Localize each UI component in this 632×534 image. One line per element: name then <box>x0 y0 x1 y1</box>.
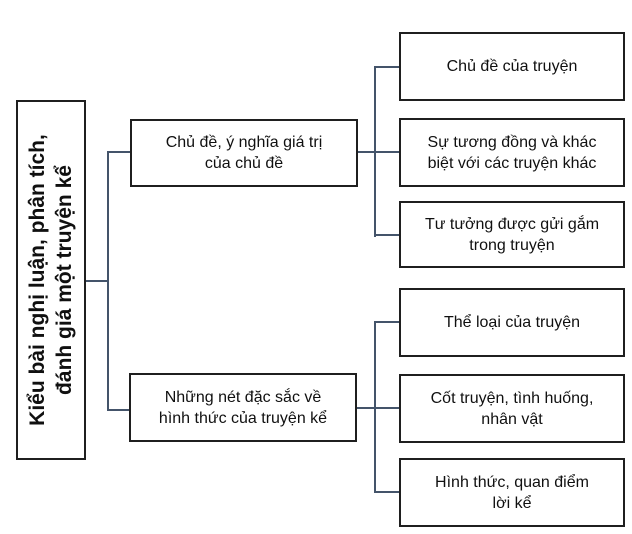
connector-theme-to-leaf-1 <box>374 66 399 68</box>
leaf-node-story-theme: Chủ đề của truyện <box>399 32 625 101</box>
leaf-1-line-1: Chủ đề của truyện <box>446 58 578 75</box>
root-node: Kiểu bài nghị luận, phân tích, đánh giá … <box>16 100 86 460</box>
branch-theme-line-1: Chủ đề, ý nghĩa giá trị <box>165 134 323 151</box>
leaf-6-line-2: lời kể <box>492 494 532 512</box>
leaf-node-narrative-viewpoint: Hình thức, quan điểm lời kể <box>399 458 625 527</box>
connector-form-to-leaf-4 <box>374 321 399 323</box>
leaf-node-message: Tư tưởng được gửi gắm trong truyện <box>399 201 625 268</box>
branch-form-line-2: hình thức của truyện kể <box>158 409 328 427</box>
connector-root-to-branch-form <box>107 409 130 411</box>
root-line-2: đánh giá một truyện kể <box>53 165 76 395</box>
root-line-1: Kiểu bài nghị luận, phân tích, <box>26 134 49 426</box>
leaf-3-line-1: Tư tưởng được gửi gắm <box>424 215 600 233</box>
leaf-node-plot-characters: Cốt truyện, tình huống, nhân vật <box>399 374 625 443</box>
leaf-2-line-1: Sự tương đồng và khác <box>427 133 597 151</box>
branch-theme-line-2: của chủ đề <box>204 155 284 172</box>
leaf-5-line-2: nhân vật <box>481 410 543 428</box>
leaf-6-line-1: Hình thức, quan điểm <box>435 473 589 491</box>
leaf-node-genre: Thể loại của truyện <box>399 288 625 357</box>
connector-root-to-branch-theme <box>107 151 131 153</box>
branch-node-theme: Chủ đề, ý nghĩa giá trị của chủ đề <box>130 119 358 187</box>
leaf-2-line-2: biệt với các truyện khác <box>427 154 597 172</box>
branch-form-line-1: Những nét đặc sắc về <box>164 388 322 406</box>
connector-theme-to-leaf-3 <box>374 234 399 236</box>
connector-theme-stub <box>357 151 399 153</box>
connector-form-to-leaf-6 <box>374 491 399 493</box>
root-node-label: Kiểu bài nghị luận, phân tích, đánh giá … <box>20 102 82 458</box>
leaf-5-line-1: Cốt truyện, tình huống, <box>430 389 594 407</box>
connector-form-stub <box>357 407 399 409</box>
branch-node-form: Những nét đặc sắc về hình thức của truyệ… <box>129 373 357 442</box>
leaf-3-line-2: trong truyện <box>469 236 555 254</box>
connector-root-trunk <box>107 151 109 411</box>
connector-root-stub <box>86 280 108 282</box>
connector-form-trunk <box>374 321 376 493</box>
connector-theme-trunk <box>374 66 376 237</box>
leaf-4-line-1: Thể loại của truyện <box>443 314 581 331</box>
leaf-node-similarities-differences: Sự tương đồng và khác biệt với các truyệ… <box>399 118 625 187</box>
